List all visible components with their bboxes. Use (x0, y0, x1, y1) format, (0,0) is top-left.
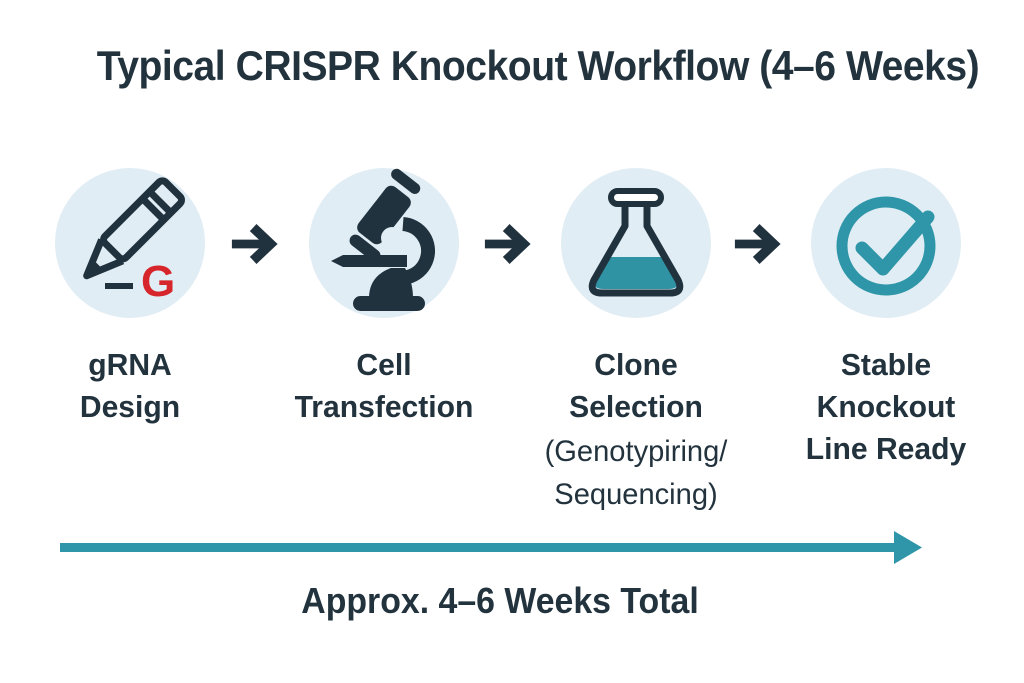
step-label: Cell Transfection (294, 347, 474, 424)
step-sublabel: (Genotypiring/ Sequencing) (544, 435, 728, 511)
step-label: Stable Knockout Line Ready (805, 347, 967, 466)
diagram-title: Typical CRISPR Knockout Workflow (4–6 We… (96, 42, 980, 89)
grna-letter: G (141, 257, 175, 306)
arrow-right-icon (484, 224, 531, 264)
step-icon-circle (811, 168, 961, 318)
check-circle-icon (836, 196, 936, 296)
step-icon-circle (309, 168, 459, 318)
arrow-right-icon (734, 224, 781, 264)
step-grna-design: G gRNA Design (10, 168, 250, 428)
step-icon-circle: G (55, 168, 205, 318)
timeline-caption: Approx. 4–6 Weeks Total (301, 580, 699, 621)
step-icon-circle (561, 168, 711, 318)
step-label: Clone Selection (569, 347, 703, 424)
step-cell-transfection: Cell Transfection (264, 168, 504, 428)
step-label: gRNA Design (79, 347, 181, 424)
flask-icon (588, 188, 684, 297)
pencil-grna-icon: G (83, 177, 185, 306)
timeline-arrow-right (60, 531, 922, 564)
arrow-right-icon (231, 224, 278, 264)
step-stable-knockout: Stable Knockout Line Ready (766, 168, 1006, 470)
step-clone-selection: Clone Selection (Genotypiring/ Sequencin… (516, 168, 756, 516)
microscope-icon (331, 168, 435, 311)
